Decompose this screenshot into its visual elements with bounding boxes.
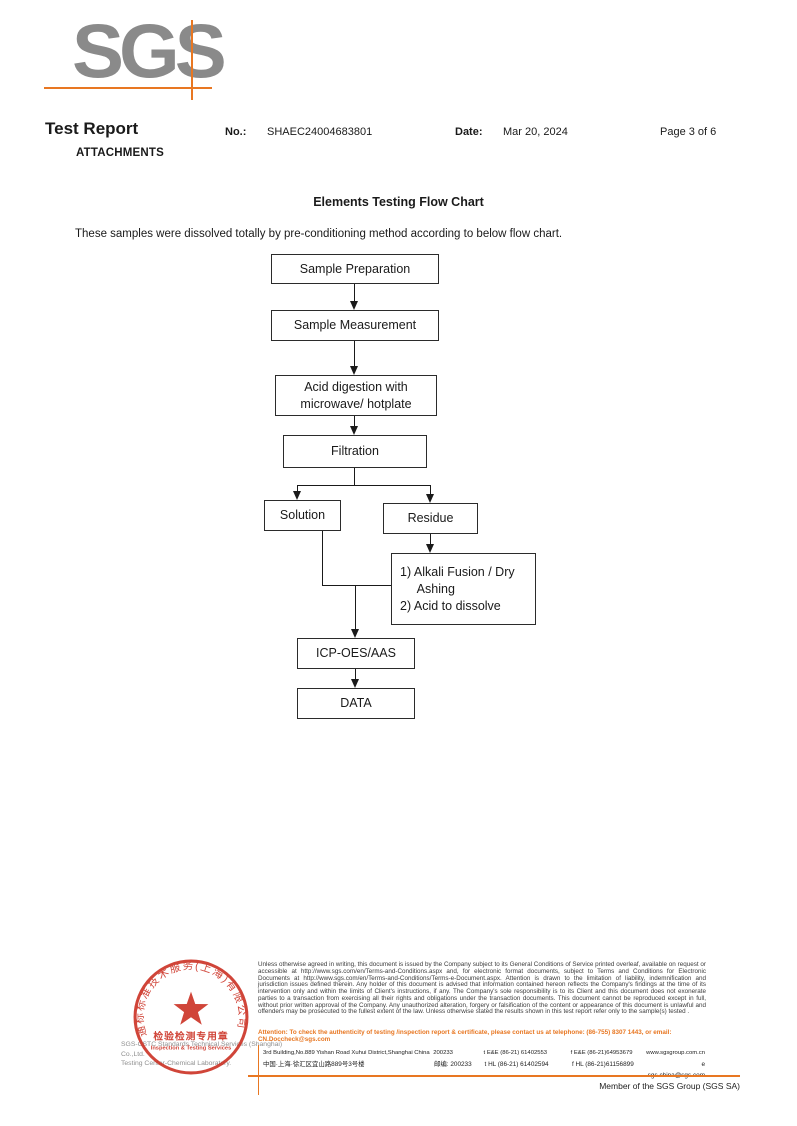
arrow-head-icp xyxy=(351,629,359,638)
stamp-star-icon xyxy=(173,991,209,1025)
intro-text: These samples were dissolved totally by … xyxy=(75,228,563,240)
flow-box-icp-oes-aas: ICP-OES/AAS xyxy=(297,638,415,669)
member-of-sgs-text: Member of the SGS Group (SGS SA) xyxy=(599,1081,740,1091)
address-cn: 中国·上海·徐汇区宜山路889号3号楼 xyxy=(263,1061,365,1068)
flow-chart-title: Elements Testing Flow Chart xyxy=(313,195,484,209)
split-stem-line xyxy=(354,468,355,486)
arrow-head-data xyxy=(351,679,359,688)
flow-box-filtration: Filtration xyxy=(283,435,427,468)
legal-disclaimer-text: Unless otherwise agreed in writing, this… xyxy=(258,961,706,1016)
stamp-company-line1: SGS-CSTC Standards Technical Services (S… xyxy=(121,1041,283,1058)
arrow-line-solution xyxy=(297,485,298,492)
arrow-head-1 xyxy=(350,301,358,310)
postcode-cn: 邮编: 200233 xyxy=(434,1061,472,1068)
arrow-head-residue xyxy=(426,494,434,503)
split-horizontal-line xyxy=(297,485,431,486)
logo-crosshair-horizontal xyxy=(44,87,212,89)
postcode-en: 200233 xyxy=(433,1050,453,1056)
inspection-stamp-seal: 通标标准技术服务(上海)有限公司 检验检测专用章 Inspection & Te… xyxy=(133,959,249,1075)
merge-horizontal-line xyxy=(322,585,391,586)
stamp-purpose-text: 检验检测专用章 xyxy=(153,1029,228,1042)
website-url: www.sgsgroup.com.cn xyxy=(646,1050,705,1056)
flow-box-acid-digestion: Acid digestion with microwave/ hotplate xyxy=(275,375,437,416)
tel-ee: t E&E (86-21) 61402553 xyxy=(483,1050,548,1056)
attention-text: Attention: To check the authenticity of … xyxy=(258,1029,672,1043)
stamp-company-name: SGS-CSTC Standards Technical Services (S… xyxy=(121,1040,296,1069)
attachments-label: ATTACHMENTS xyxy=(76,147,165,159)
flow-box-sample-preparation: Sample Preparation xyxy=(271,254,439,284)
arrow-line-residue xyxy=(430,485,431,495)
arrow-head-3 xyxy=(350,426,358,435)
flow-box-solution: Solution xyxy=(264,500,341,531)
flow-box-alkali-fusion: 1) Alkali Fusion / Dry Ashing 2) Acid to… xyxy=(391,553,536,625)
report-title: Test Report xyxy=(45,119,139,138)
report-no-value: SHAEC24004683801 xyxy=(267,126,373,138)
footer-crosshair-vertical xyxy=(258,1045,259,1095)
arrow-line-2 xyxy=(354,341,355,367)
address-row-cn: 中国·上海·徐汇区宜山路889号3号楼 邮编: 200233 t HL (86-… xyxy=(263,1059,705,1081)
arrow-line-data xyxy=(355,669,356,680)
solution-drop-line xyxy=(322,531,323,586)
flow-box-data: DATA xyxy=(297,688,415,719)
email-address: e sgs.china@sgs.com xyxy=(647,1061,706,1079)
page-number: Page 3 of 6 xyxy=(660,126,717,138)
arrow-line-alkali xyxy=(430,534,431,545)
date-value: Mar 20, 2024 xyxy=(503,126,568,138)
sgs-logo: SGS xyxy=(72,8,227,95)
report-no-label: No.: xyxy=(225,126,247,138)
arrow-line-1 xyxy=(354,284,355,302)
flow-box-sample-measurement: Sample Measurement xyxy=(271,310,439,341)
address-en: 3rd Building,No.889 Yishan Road Xuhui Di… xyxy=(263,1050,430,1056)
fax-ee: f E&E (86-21)64953679 xyxy=(570,1050,633,1056)
tel-hl: t HL (86-21) 61402594 xyxy=(484,1061,549,1068)
footer-orange-rule xyxy=(248,1075,740,1077)
stamp-company-line2: Testing Center-Chemical Laboratory. xyxy=(121,1060,232,1067)
logo-crosshair-vertical xyxy=(191,20,193,100)
date-label: Date: xyxy=(455,126,483,138)
arrow-line-3 xyxy=(354,416,355,427)
arrow-head-2 xyxy=(350,366,358,375)
address-row-en: 3rd Building,No.889 Yishan Road Xuhui Di… xyxy=(263,1048,705,1059)
fax-hl: f HL (86-21)61156899 xyxy=(571,1061,634,1068)
stamp-circle xyxy=(133,959,249,1075)
flow-box-residue: Residue xyxy=(383,503,478,534)
arrow-head-solution xyxy=(293,491,301,500)
arrow-head-alkali xyxy=(426,544,434,553)
arrow-line-icp xyxy=(355,585,356,629)
stamp-english-text: Inspection & Testing Services xyxy=(151,1046,232,1052)
